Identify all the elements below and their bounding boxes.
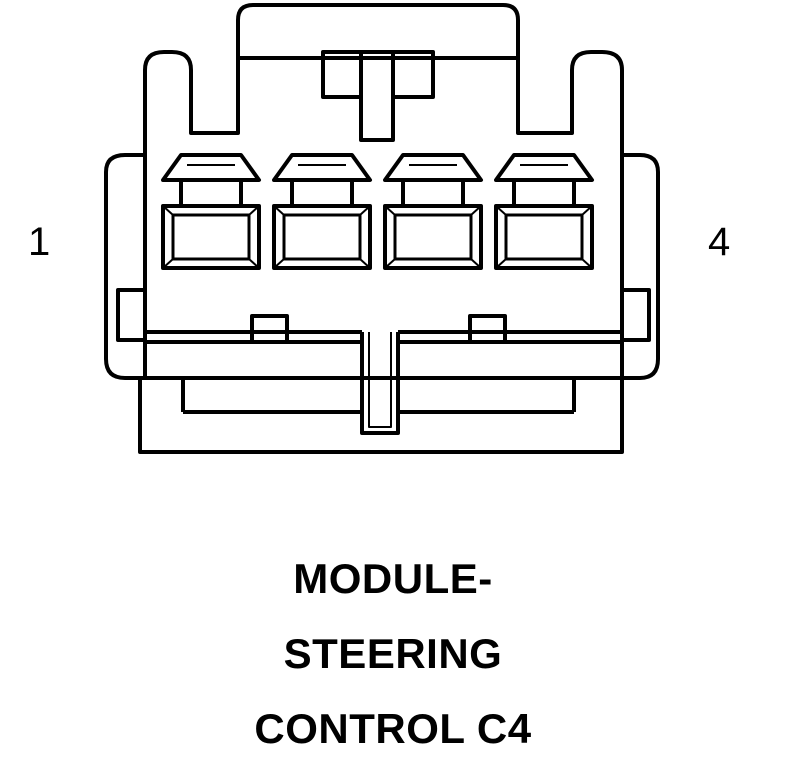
pin-4-label: 4 — [708, 220, 731, 264]
cavity-bevel — [384, 258, 396, 269]
terminal-cavity-1 — [161, 153, 261, 270]
cavity-outer — [494, 204, 594, 270]
cavity-latch-cap — [272, 153, 372, 182]
cavity-bevel — [470, 205, 482, 216]
locating-rib-left — [116, 288, 147, 342]
cavity-outer — [383, 204, 483, 270]
cavity-latch-cap — [494, 153, 594, 182]
locating-rib-right — [620, 288, 651, 342]
cavity-outer — [272, 204, 372, 270]
cavity-bevel — [359, 258, 371, 269]
terminal-cavity-3 — [383, 153, 483, 270]
cavity-outer — [161, 204, 261, 270]
connector-body — [143, 3, 624, 380]
cavity-bevel — [495, 205, 507, 216]
cavity-bevel — [162, 205, 174, 216]
cavity-bevel — [470, 258, 482, 269]
cavity-inner — [171, 213, 251, 261]
cavity-bevel — [248, 258, 260, 269]
cavity-bevel — [581, 205, 593, 216]
connector-title-line-1: MODULE- — [293, 555, 493, 602]
cavity-inner — [504, 213, 584, 261]
cavity-inner — [282, 213, 362, 261]
cavity-latch-cap — [383, 153, 483, 182]
cavity-bevel — [495, 258, 507, 269]
terminal-cavity-2 — [272, 153, 372, 270]
cavity-bevel — [384, 205, 396, 216]
terminal-cavities — [161, 153, 594, 270]
cavity-bevel — [273, 258, 285, 269]
connector-base — [138, 378, 624, 454]
keying-notch-left — [250, 314, 289, 344]
cavity-bevel — [273, 205, 285, 216]
cavity-bevel — [359, 205, 371, 216]
terminal-cavity-4 — [494, 153, 594, 270]
cavity-inner — [393, 213, 473, 261]
center-slot-inner — [368, 332, 392, 428]
locking-tab — [321, 50, 435, 142]
cavity-bevel — [581, 258, 593, 269]
keying-notch-right — [468, 314, 507, 344]
cavity-latch-cap — [161, 153, 261, 182]
center-slot — [360, 332, 400, 435]
cavity-bevel — [162, 258, 174, 269]
cavity-bevel — [248, 205, 260, 216]
pin-1-label: 1 — [28, 220, 51, 264]
connector-title-line-2: STEERING — [283, 630, 503, 677]
connector-title-line-3: CONTROL C4 — [254, 705, 532, 752]
connector-housing-outline-right — [622, 153, 660, 380]
connector-housing-outline — [104, 153, 145, 380]
